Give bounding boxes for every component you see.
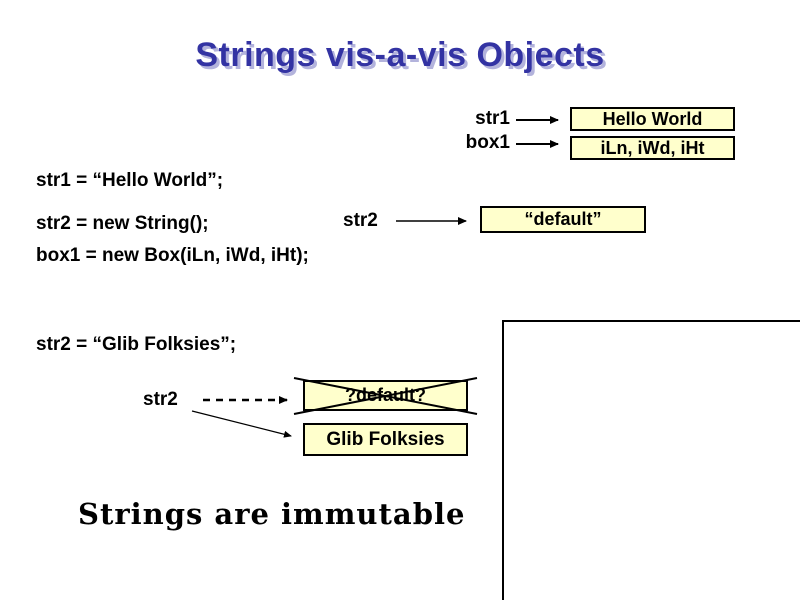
- ref-label-str2: str2: [343, 210, 378, 231]
- str2-old-value-box-crossed: ?default?: [303, 380, 468, 411]
- empty-rectangle: [502, 320, 800, 600]
- slide-title: Strings vis-a-vis Objects: [195, 36, 605, 74]
- ref-label-str2-reassign: str2: [143, 389, 178, 410]
- str2-new-diagonal-arrow: [191, 410, 292, 438]
- footer-statement: Strings are immutable: [78, 497, 466, 531]
- str2-default-value-box: “default”: [480, 206, 646, 233]
- code-line-str1: str1 = “Hello World”;: [36, 170, 224, 191]
- code-line-str2-new: str2 = new String();: [36, 213, 209, 234]
- code-line-str2-reassign: str2 = “Glib Folksies”;: [36, 334, 237, 355]
- code-line-box1: box1 = new Box(iLn, iWd, iHt);: [36, 245, 309, 266]
- ref-label-str1: str1: [475, 108, 510, 129]
- str2-new-value-box: Glib Folksies: [303, 423, 468, 456]
- str1-value-box: Hello World: [570, 107, 735, 131]
- box1-value-box: iLn, iWd, iHt: [570, 136, 735, 160]
- ref-label-box1: box1: [465, 132, 510, 153]
- code-block-str1-box1: str1 = “Hello World”; box1 = new Box(iLn…: [36, 118, 309, 318]
